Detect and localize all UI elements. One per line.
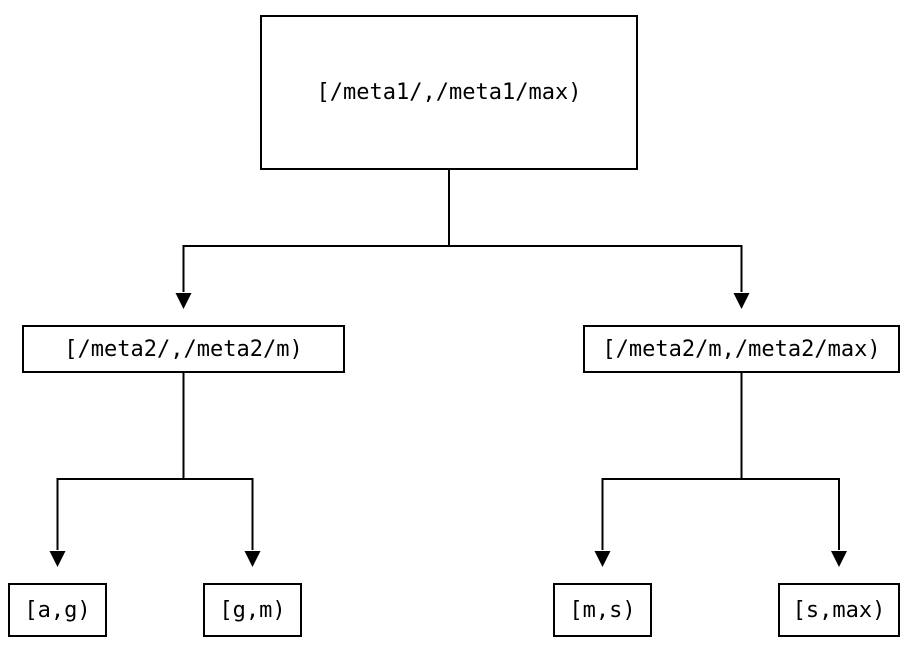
tree-node-leaf-ag: [a,g) (8, 583, 107, 637)
arrowhead-to-leaf-smax (831, 551, 847, 567)
tree-node-right: [/meta2/m,/meta2/max) (583, 325, 900, 373)
tree-node-right-label: [/meta2/m,/meta2/max) (602, 336, 881, 362)
tree-node-leaf-ms-label: [m,s) (569, 597, 636, 623)
tree-node-leaf-gm-label: [g,m) (219, 597, 286, 623)
arrowhead-to-right (733, 293, 750, 309)
arrowhead-to-leaf-gm (244, 551, 261, 567)
tree-node-left: [/meta2/,/meta2/m) (22, 325, 345, 373)
tree-node-left-label: [/meta2/,/meta2/m) (64, 336, 303, 362)
tree-node-leaf-gm: [g,m) (203, 583, 302, 637)
arrowhead-to-leaf-ms (594, 551, 611, 567)
tree-node-root: [/meta1/,/meta1/max) (260, 15, 638, 170)
arrowhead-to-leaf-ag (49, 551, 66, 567)
tree-node-leaf-ag-label: [a,g) (24, 597, 91, 623)
tree-node-root-label: [/meta1/,/meta1/max) (316, 80, 582, 105)
tree-node-leaf-smax-label: [s,max) (792, 597, 886, 623)
arrowhead-to-left (175, 293, 192, 309)
tree-node-leaf-smax: [s,max) (778, 583, 900, 637)
tree-node-leaf-ms: [m,s) (553, 583, 652, 637)
